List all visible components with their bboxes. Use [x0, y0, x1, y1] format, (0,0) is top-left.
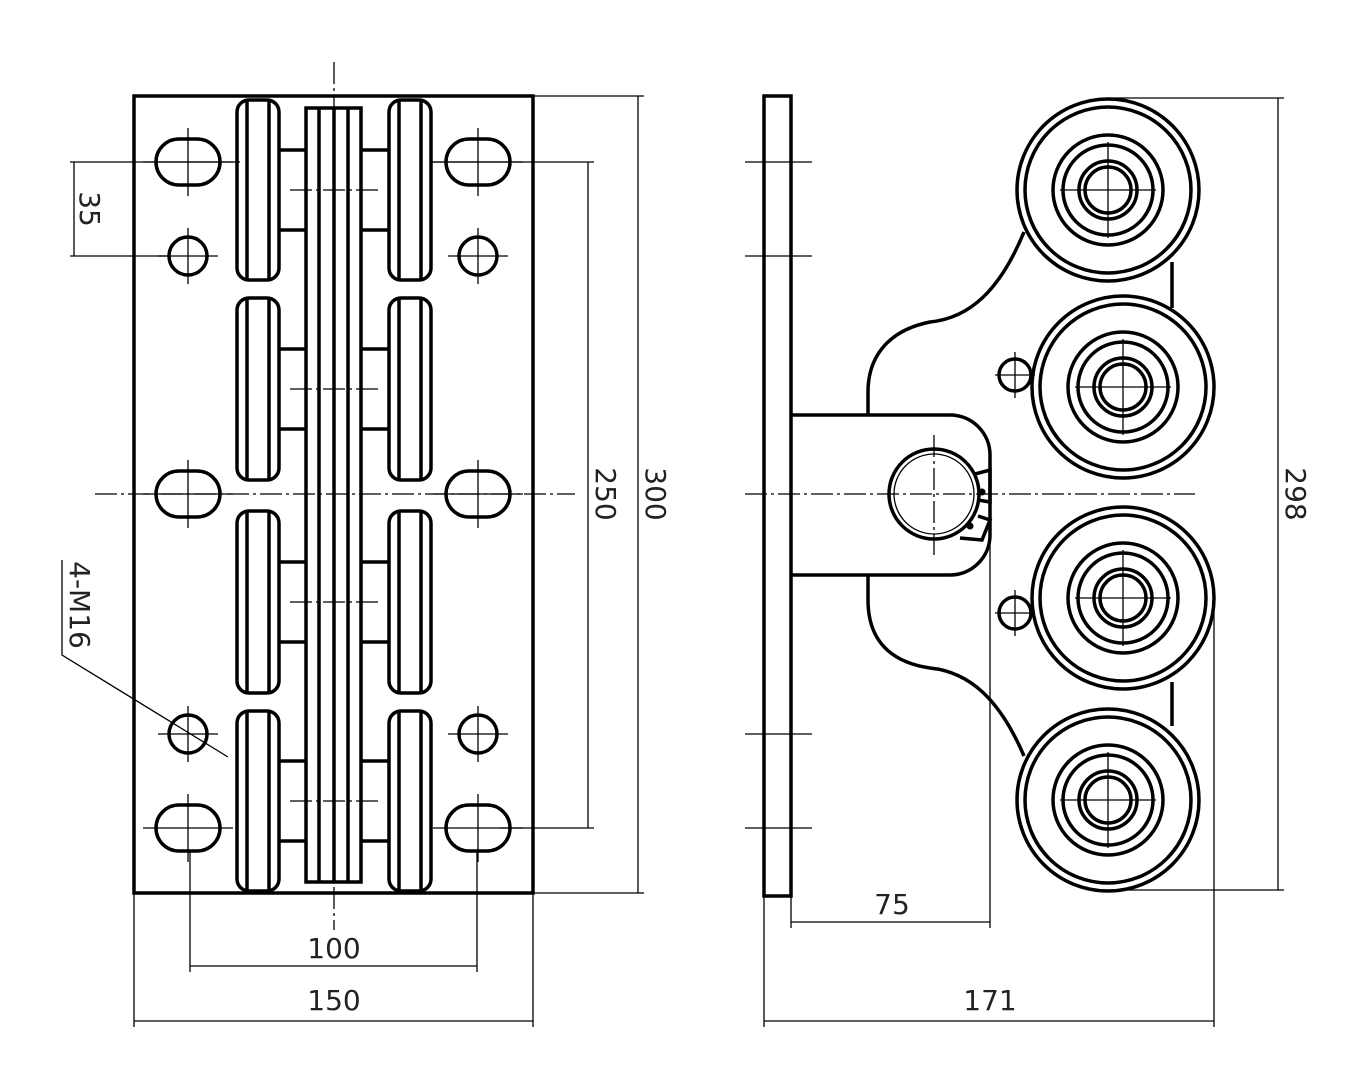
side-plate	[762, 94, 793, 898]
dimension-label: 171	[963, 984, 1016, 1017]
wheel	[235, 98, 281, 282]
dimension-35: 35	[70, 161, 240, 257]
wheel-tread	[1023, 105, 1193, 275]
dimension-label: 298	[1279, 467, 1312, 520]
dimension-label: 250	[589, 467, 622, 520]
wheel	[387, 509, 433, 695]
wheel	[387, 98, 433, 282]
bearing-outer	[1066, 541, 1180, 655]
callout-label: 4-M16	[63, 561, 96, 649]
dimension-250: 250	[430, 161, 622, 829]
side-view: 298 75 171	[745, 94, 1312, 1027]
bracket-body	[866, 231, 1026, 757]
dimension-label: 150	[307, 984, 360, 1017]
wheel	[1015, 97, 1201, 283]
bearing-outer	[1051, 133, 1165, 247]
wheel	[1030, 294, 1216, 480]
dimension-label: 75	[874, 888, 910, 921]
hole-marks	[745, 161, 812, 829]
wheel	[387, 296, 433, 482]
wheel-tread	[1038, 513, 1208, 683]
dimension-100: 100	[189, 850, 478, 972]
wheel-pair	[235, 296, 433, 482]
wheel	[387, 709, 433, 893]
bearing-outer	[1066, 330, 1180, 444]
wheel	[1030, 505, 1216, 691]
thread-callout: 4-M16	[61, 560, 229, 758]
dimension-150: 150	[133, 893, 534, 1027]
dimension-171: 171	[763, 600, 1215, 1027]
wheel	[235, 509, 281, 695]
dimension-300: 300	[533, 95, 672, 894]
front-view: 35 250 300 100 150 4-M16	[61, 62, 672, 1027]
wheel	[235, 709, 281, 893]
dimension-label: 35	[73, 191, 106, 227]
wheels	[1015, 97, 1216, 893]
wheel-tread	[1038, 302, 1208, 472]
wheel-pair	[235, 509, 433, 695]
wheel	[235, 296, 281, 482]
wheel	[1015, 707, 1201, 893]
dimension-298: 298	[1108, 97, 1312, 891]
wheel-pair	[235, 709, 433, 893]
bearing-outer	[1051, 743, 1165, 857]
dimension-label: 300	[639, 467, 672, 520]
dimension-label: 100	[307, 932, 360, 965]
dimension-75: 75	[790, 500, 991, 928]
wheel-tread	[1023, 715, 1193, 885]
